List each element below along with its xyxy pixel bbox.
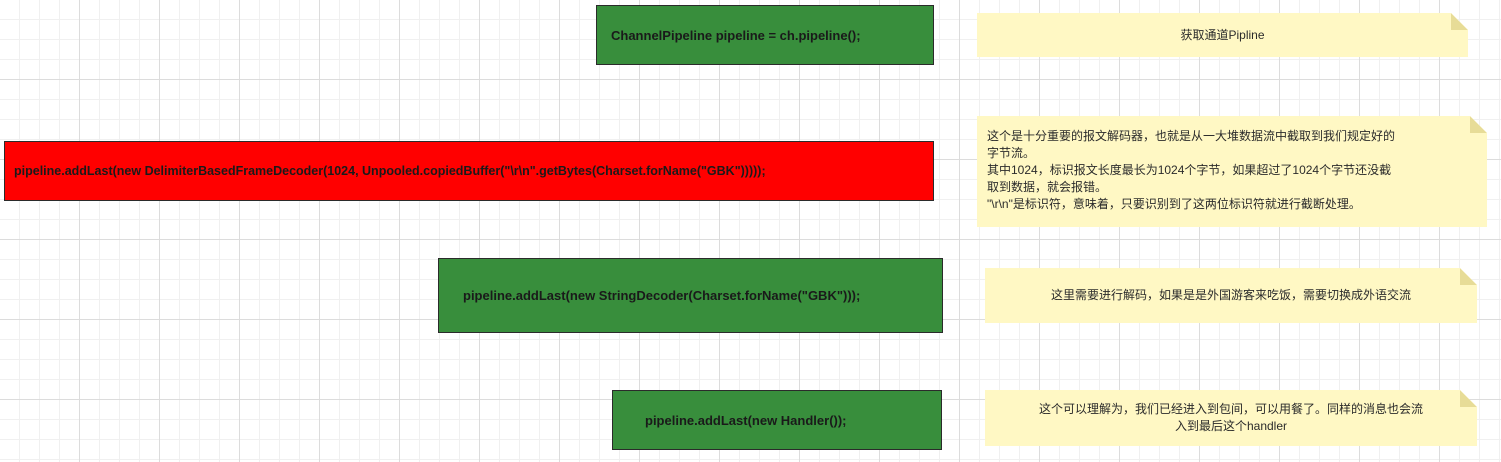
code-text-delimiter-decoder: pipeline.addLast(new DelimiterBasedFrame… bbox=[14, 164, 766, 178]
code-box-handler: pipeline.addLast(new Handler()); bbox=[612, 390, 942, 450]
note-line: 字节流。 bbox=[987, 146, 1036, 160]
note-fold-corner bbox=[1470, 116, 1487, 133]
code-text-get-pipeline: ChannelPipeline pipeline = ch.pipeline()… bbox=[611, 27, 861, 43]
code-text-string-decoder: pipeline.addLast(new StringDecoder(Chars… bbox=[463, 288, 861, 303]
note-fold-corner bbox=[1460, 390, 1477, 407]
note-line: "\r\n"是标识符，意味着，只要识别到了这两位标识符就进行截断处理。 bbox=[987, 197, 1361, 211]
note-fold-corner bbox=[1451, 13, 1468, 30]
code-box-get-pipeline: ChannelPipeline pipeline = ch.pipeline()… bbox=[596, 5, 934, 65]
note-line: 取到数据，就会报错。 bbox=[987, 180, 1108, 194]
note-line: 这个可以理解为，我们已经进入到包间，可以用餐了。同样的消息也会流 bbox=[1038, 402, 1423, 416]
code-box-delimiter-decoder: pipeline.addLast(new DelimiterBasedFrame… bbox=[4, 141, 934, 201]
note-text-get-pipeline-visible: 获取通道Pipline bbox=[1180, 27, 1265, 42]
note-delimiter-decoder: 这个是十分重要的报文解码器，也就是从一大堆数据流中截取到我们规定好的 字节流。 … bbox=[977, 116, 1487, 227]
note-line: 其中1024，标识报文长度最长为1024个字节，如果超过了1024个字节还没截 bbox=[987, 163, 1392, 177]
note-fold-corner bbox=[1460, 268, 1477, 285]
note-line: 这个是十分重要的报文解码器，也就是从一大堆数据流中截取到我们规定好的 bbox=[987, 129, 1396, 143]
code-box-string-decoder: pipeline.addLast(new StringDecoder(Chars… bbox=[438, 258, 943, 333]
note-line: 入到最后这个handler bbox=[1174, 419, 1288, 433]
note-text-string-decoder: 这里需要进行解码，如果是是外国游客来吃饭，需要切换成外语交流 bbox=[1050, 288, 1411, 302]
note-string-decoder: 这里需要进行解码，如果是是外国游客来吃饭，需要切换成外语交流 bbox=[985, 268, 1477, 323]
note-get-pipeline: 获取通道Pipline bbox=[977, 13, 1468, 57]
note-handler: 这个可以理解为，我们已经进入到包间，可以用餐了。同样的消息也会流 入到最后这个h… bbox=[985, 390, 1477, 446]
code-text-handler: pipeline.addLast(new Handler()); bbox=[645, 412, 847, 428]
